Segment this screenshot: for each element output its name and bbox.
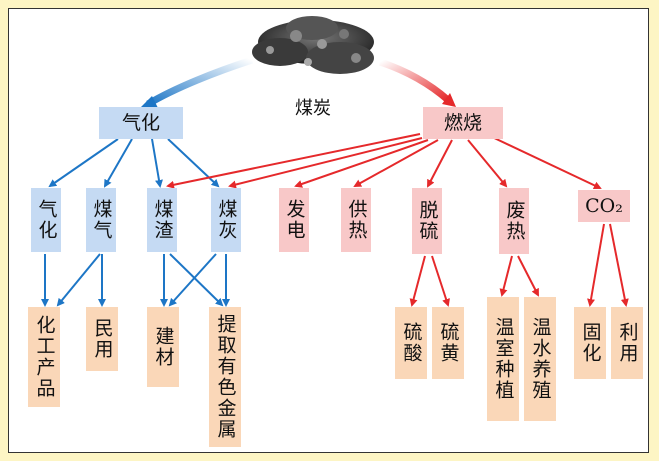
child-coal-slag: 煤渣 (147, 188, 177, 252)
big-arrow-gasify (146, 56, 254, 108)
product-utilize: 利用 (611, 307, 643, 379)
child-waste-heat: 废热 (499, 188, 529, 254)
product-metal: 提取有色金属 (209, 307, 241, 447)
product-building: 建材 (147, 307, 179, 387)
child-desulfur: 脱硫 (412, 188, 442, 254)
child-power: 发电 (279, 188, 309, 252)
product-chemical: 化工产品 (28, 307, 60, 407)
gasify-node: 气化 (99, 107, 183, 139)
product-aquaculture: 温水养殖 (524, 297, 556, 421)
root-label: 煤炭 (295, 98, 331, 119)
child-gasify: 气化 (31, 188, 61, 252)
child-co2: CO₂ (578, 190, 630, 222)
child-heating: 供热 (341, 188, 371, 252)
product-greenhouse: 温室种植 (487, 297, 519, 421)
child-coal-gas: 煤气 (86, 188, 116, 252)
product-solidify: 固化 (574, 307, 606, 379)
burn-node: 燃烧 (423, 107, 503, 139)
product-sulfur: 硫黄 (432, 307, 464, 379)
big-arrow-burn (378, 58, 451, 103)
product-civil: 民用 (86, 307, 118, 371)
coal-pile-icon (252, 16, 374, 74)
product-sulfuric-acid: 硫酸 (395, 307, 427, 379)
child-coal-ash: 煤灰 (211, 188, 241, 252)
